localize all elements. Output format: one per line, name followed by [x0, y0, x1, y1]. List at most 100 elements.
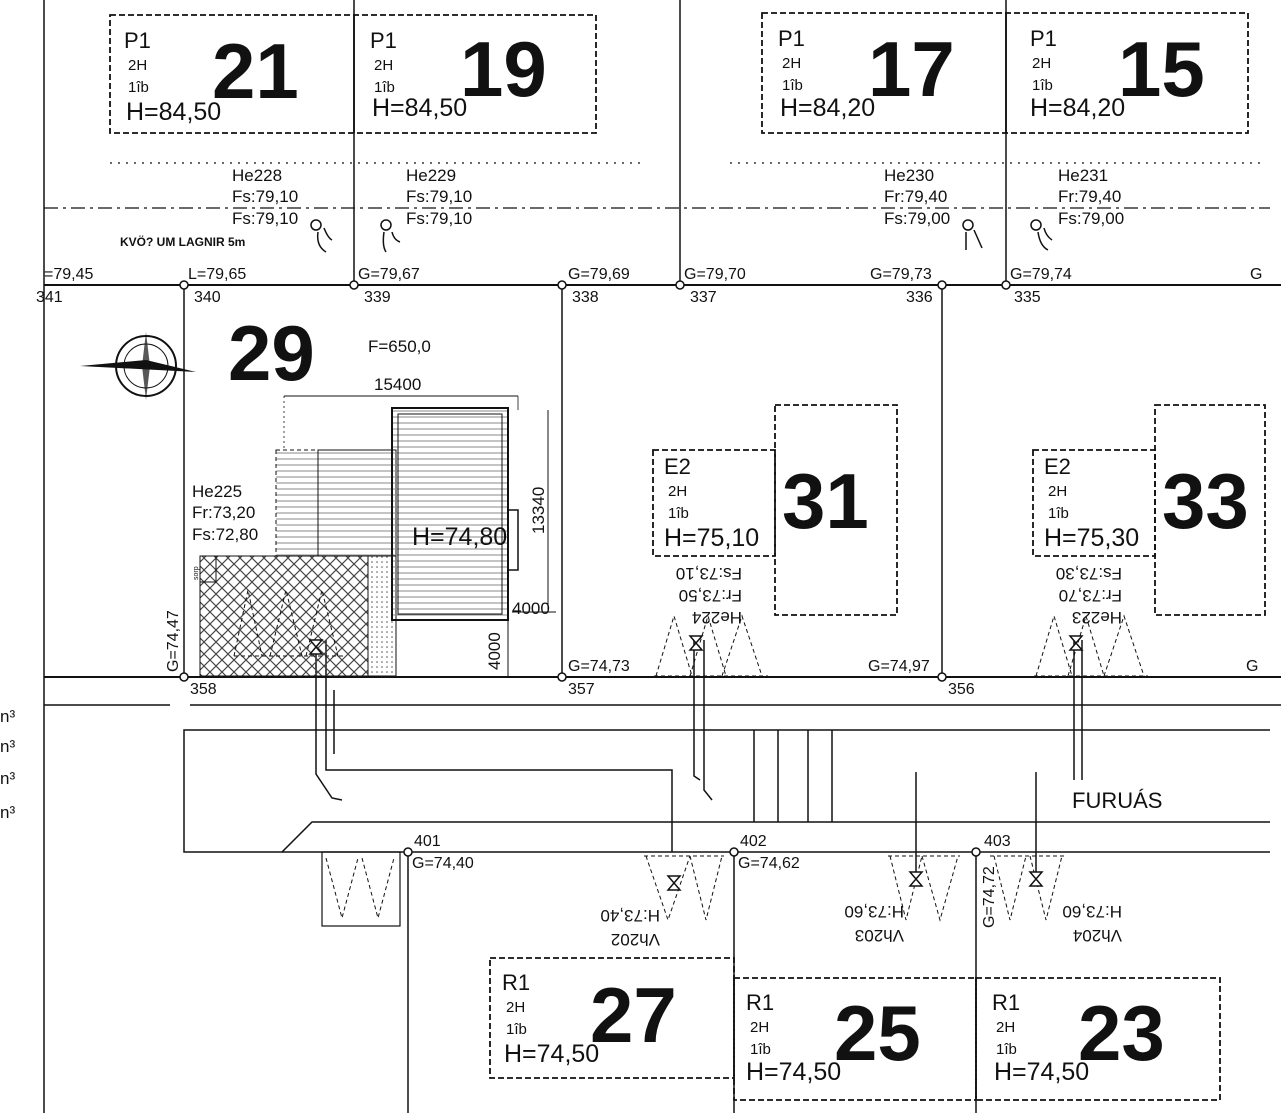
service-label: H:73,40 Vh202	[600, 906, 660, 949]
grade-label: G=74,40	[412, 855, 474, 872]
point-number: 335	[1014, 289, 1041, 306]
service-level: Fr:79,40	[884, 187, 947, 206]
point-number: 339	[364, 289, 391, 306]
volume-unit: n³	[0, 707, 15, 726]
lot-card: P1 2H 1îb H=84,20 17	[778, 25, 955, 122]
service-label: H:73,60 Vh203	[844, 902, 904, 945]
lot-card: R1 2H 1îb H=74,50 23	[992, 989, 1165, 1086]
lot-floors: 2H	[782, 55, 801, 72]
volume-unit: n³	[0, 803, 15, 822]
lot-units: 1îb	[750, 1041, 771, 1058]
lot-height: H=84,50	[372, 94, 467, 122]
service-name: He231	[1058, 166, 1108, 185]
lot-number: 21	[212, 27, 299, 115]
lot-number: 17	[868, 25, 955, 113]
lot-height: H=84,20	[1030, 94, 1125, 122]
lot-area: F=650,0	[368, 337, 431, 356]
lot-units: 1îb	[1048, 505, 1069, 522]
service-level: H:73,40	[600, 906, 660, 925]
point-number: 356	[948, 681, 975, 698]
grade-label: G=74,73	[568, 658, 630, 675]
grade-label: G	[1250, 266, 1262, 283]
manhole-icon	[310, 219, 1053, 253]
house-footprint-lot-29	[199, 395, 556, 677]
sump-triangles	[325, 857, 395, 920]
lot-height: H=74,50	[994, 1058, 1089, 1086]
lot-units: 1îb	[996, 1041, 1017, 1058]
bin-label: sorp	[193, 566, 200, 580]
volume-unit: n³	[0, 737, 15, 756]
lot-card: P1 2H 1îb H=84,20 15	[1030, 25, 1205, 122]
lot-height: H=84,20	[780, 94, 875, 122]
lot-units: 1îb	[128, 79, 149, 96]
grade-label: L=79,65	[188, 266, 246, 283]
lot-number: 31	[782, 457, 869, 545]
lot-units: 1îb	[782, 77, 803, 94]
lot-number: 27	[590, 971, 677, 1059]
service-level: Fs:79,10	[232, 209, 298, 228]
compass-north-arrow-icon	[80, 332, 196, 400]
point-number: 357	[568, 681, 595, 698]
service-name: Vh203	[855, 926, 904, 945]
service-level: Fr:73,70	[1059, 586, 1122, 605]
point-number: 402	[740, 833, 767, 850]
lot-type: E2	[664, 454, 691, 479]
dimension-width: 15400	[374, 375, 421, 394]
lot-card: P1 2H 1îb H=84,50 19	[370, 25, 547, 122]
survey-point-markers	[179, 280, 1011, 857]
service-name: He225	[192, 482, 242, 501]
lot-number: 29	[228, 309, 315, 397]
volume-unit: n³	[0, 769, 15, 788]
service-name: He230	[884, 166, 934, 185]
service-level: Fr:73,50	[679, 586, 742, 605]
plan-linework	[43, 0, 1281, 1113]
valve-icon	[308, 635, 1084, 891]
grade-label: G=79,67	[358, 266, 420, 283]
lot-floors: 2H	[996, 1019, 1015, 1036]
service-level: Fs:79,00	[1058, 209, 1124, 228]
lot-card: R1 2H 1îb H=74,50 27	[502, 970, 677, 1068]
lot-units: 1îb	[506, 1021, 527, 1038]
lot-card: E2 2H 1îb H=75,30 33 Fs:73,30 Fr:73,70 H…	[1044, 454, 1249, 627]
service-level: Fs:79,10	[232, 187, 298, 206]
lot-card: P1 2H 1îb H=84,50 21	[124, 27, 299, 126]
lot-height: H=75,30	[1044, 524, 1139, 552]
lot-floors: 2H	[128, 57, 147, 74]
lot-card: E2 2H 1îb H=75,10 31 Fs:73,10 Fr:73,50 H…	[664, 454, 869, 627]
dimension-depth: 13340	[529, 487, 548, 534]
note-text: KVÖ? UM LAGNIR 5m	[120, 234, 245, 249]
grade-label: G=74,47	[165, 610, 182, 672]
point-number: 336	[906, 289, 933, 306]
lot-height: H=74,50	[504, 1040, 599, 1068]
grade-label: G=79,69	[568, 266, 630, 283]
grade-label: G	[1246, 658, 1258, 675]
service-name: Vh202	[611, 930, 660, 949]
lot-height: H=75,10	[664, 524, 759, 552]
point-number: 403	[984, 833, 1011, 850]
service-level: Fs:73,30	[1056, 564, 1122, 583]
lot-floors: 2H	[668, 483, 687, 500]
point-number: 358	[190, 681, 217, 698]
lot-height: H=74,50	[746, 1058, 841, 1086]
grade-label: G=74,62	[738, 855, 800, 872]
service-level: Fr:79,40	[1058, 187, 1121, 206]
grade-label: G=74,97	[868, 658, 930, 675]
lot-number: 23	[1078, 989, 1165, 1077]
dimension-offset: 4000	[485, 632, 504, 670]
service-label: H:73,60 Vh204	[1062, 902, 1122, 945]
grade-label: G=79,74	[1010, 266, 1072, 283]
lot-type: R1	[746, 990, 774, 1015]
point-number: 401	[414, 833, 441, 850]
service-label: He230 Fr:79,40 Fs:79,00	[884, 166, 950, 228]
service-label: He229 Fs:79,10 Fs:79,10	[406, 166, 472, 228]
service-name: He228	[232, 166, 282, 185]
lot-type: P1	[778, 26, 805, 51]
grade-label: =79,45	[44, 266, 93, 283]
lot-card: R1 2H 1îb H=74,50 25	[746, 989, 921, 1086]
service-level: Fs:73,10	[676, 564, 742, 583]
service-name: He223	[1072, 608, 1122, 627]
lot-height: H=84,50	[126, 98, 221, 126]
point-number: 341	[36, 289, 63, 306]
service-label: He228 Fs:79,10 Fs:79,10	[232, 166, 298, 228]
service-level: Fr:73,20	[192, 503, 255, 522]
